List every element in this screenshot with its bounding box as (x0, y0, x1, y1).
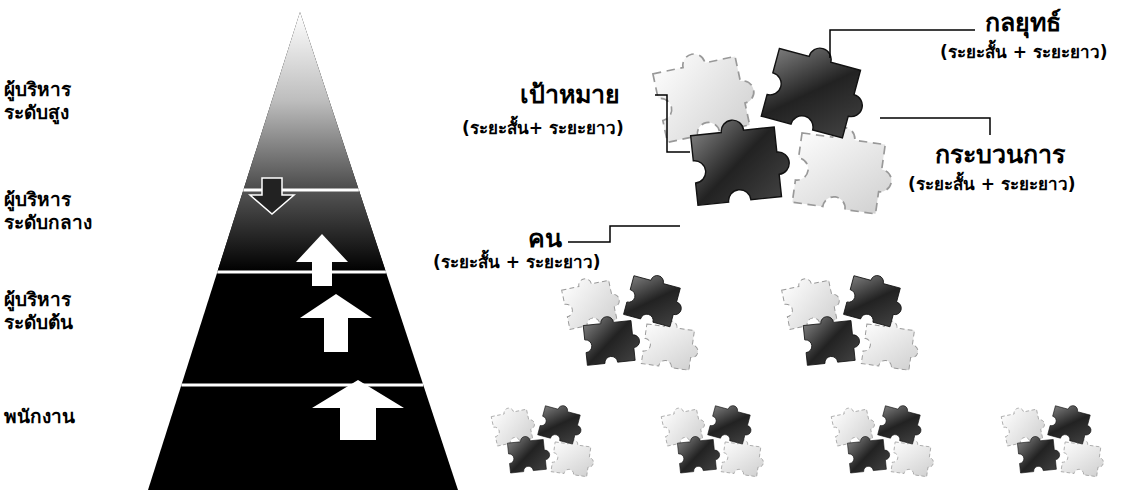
piece-heading: กลยุทธ์ (985, 8, 1061, 38)
level-label: ผู้บริหาร ระดับต้น (4, 288, 109, 334)
piece-heading: คน (528, 224, 562, 254)
piece-note: (ระยะสั้น+ ระยะยาว) (462, 118, 624, 138)
level-label: ผู้บริหาร ระดับสูง (4, 78, 109, 124)
piece-note: (ระยะสั้น + ระยะยาว) (433, 252, 601, 272)
piece-heading: เป้าหมาย (520, 80, 620, 110)
piece-heading: กระบวนการ (935, 140, 1065, 170)
pyramid (148, 12, 458, 490)
leader-lines (568, 30, 990, 242)
level-label: ผู้บริหาร ระดับกลาง (4, 188, 109, 234)
level-label: พนักงาน (4, 405, 109, 428)
piece-note: (ระยะสั้น + ระยะยาว) (940, 42, 1108, 62)
piece-note: (ระยะสั้น + ระยะยาว) (908, 174, 1076, 194)
